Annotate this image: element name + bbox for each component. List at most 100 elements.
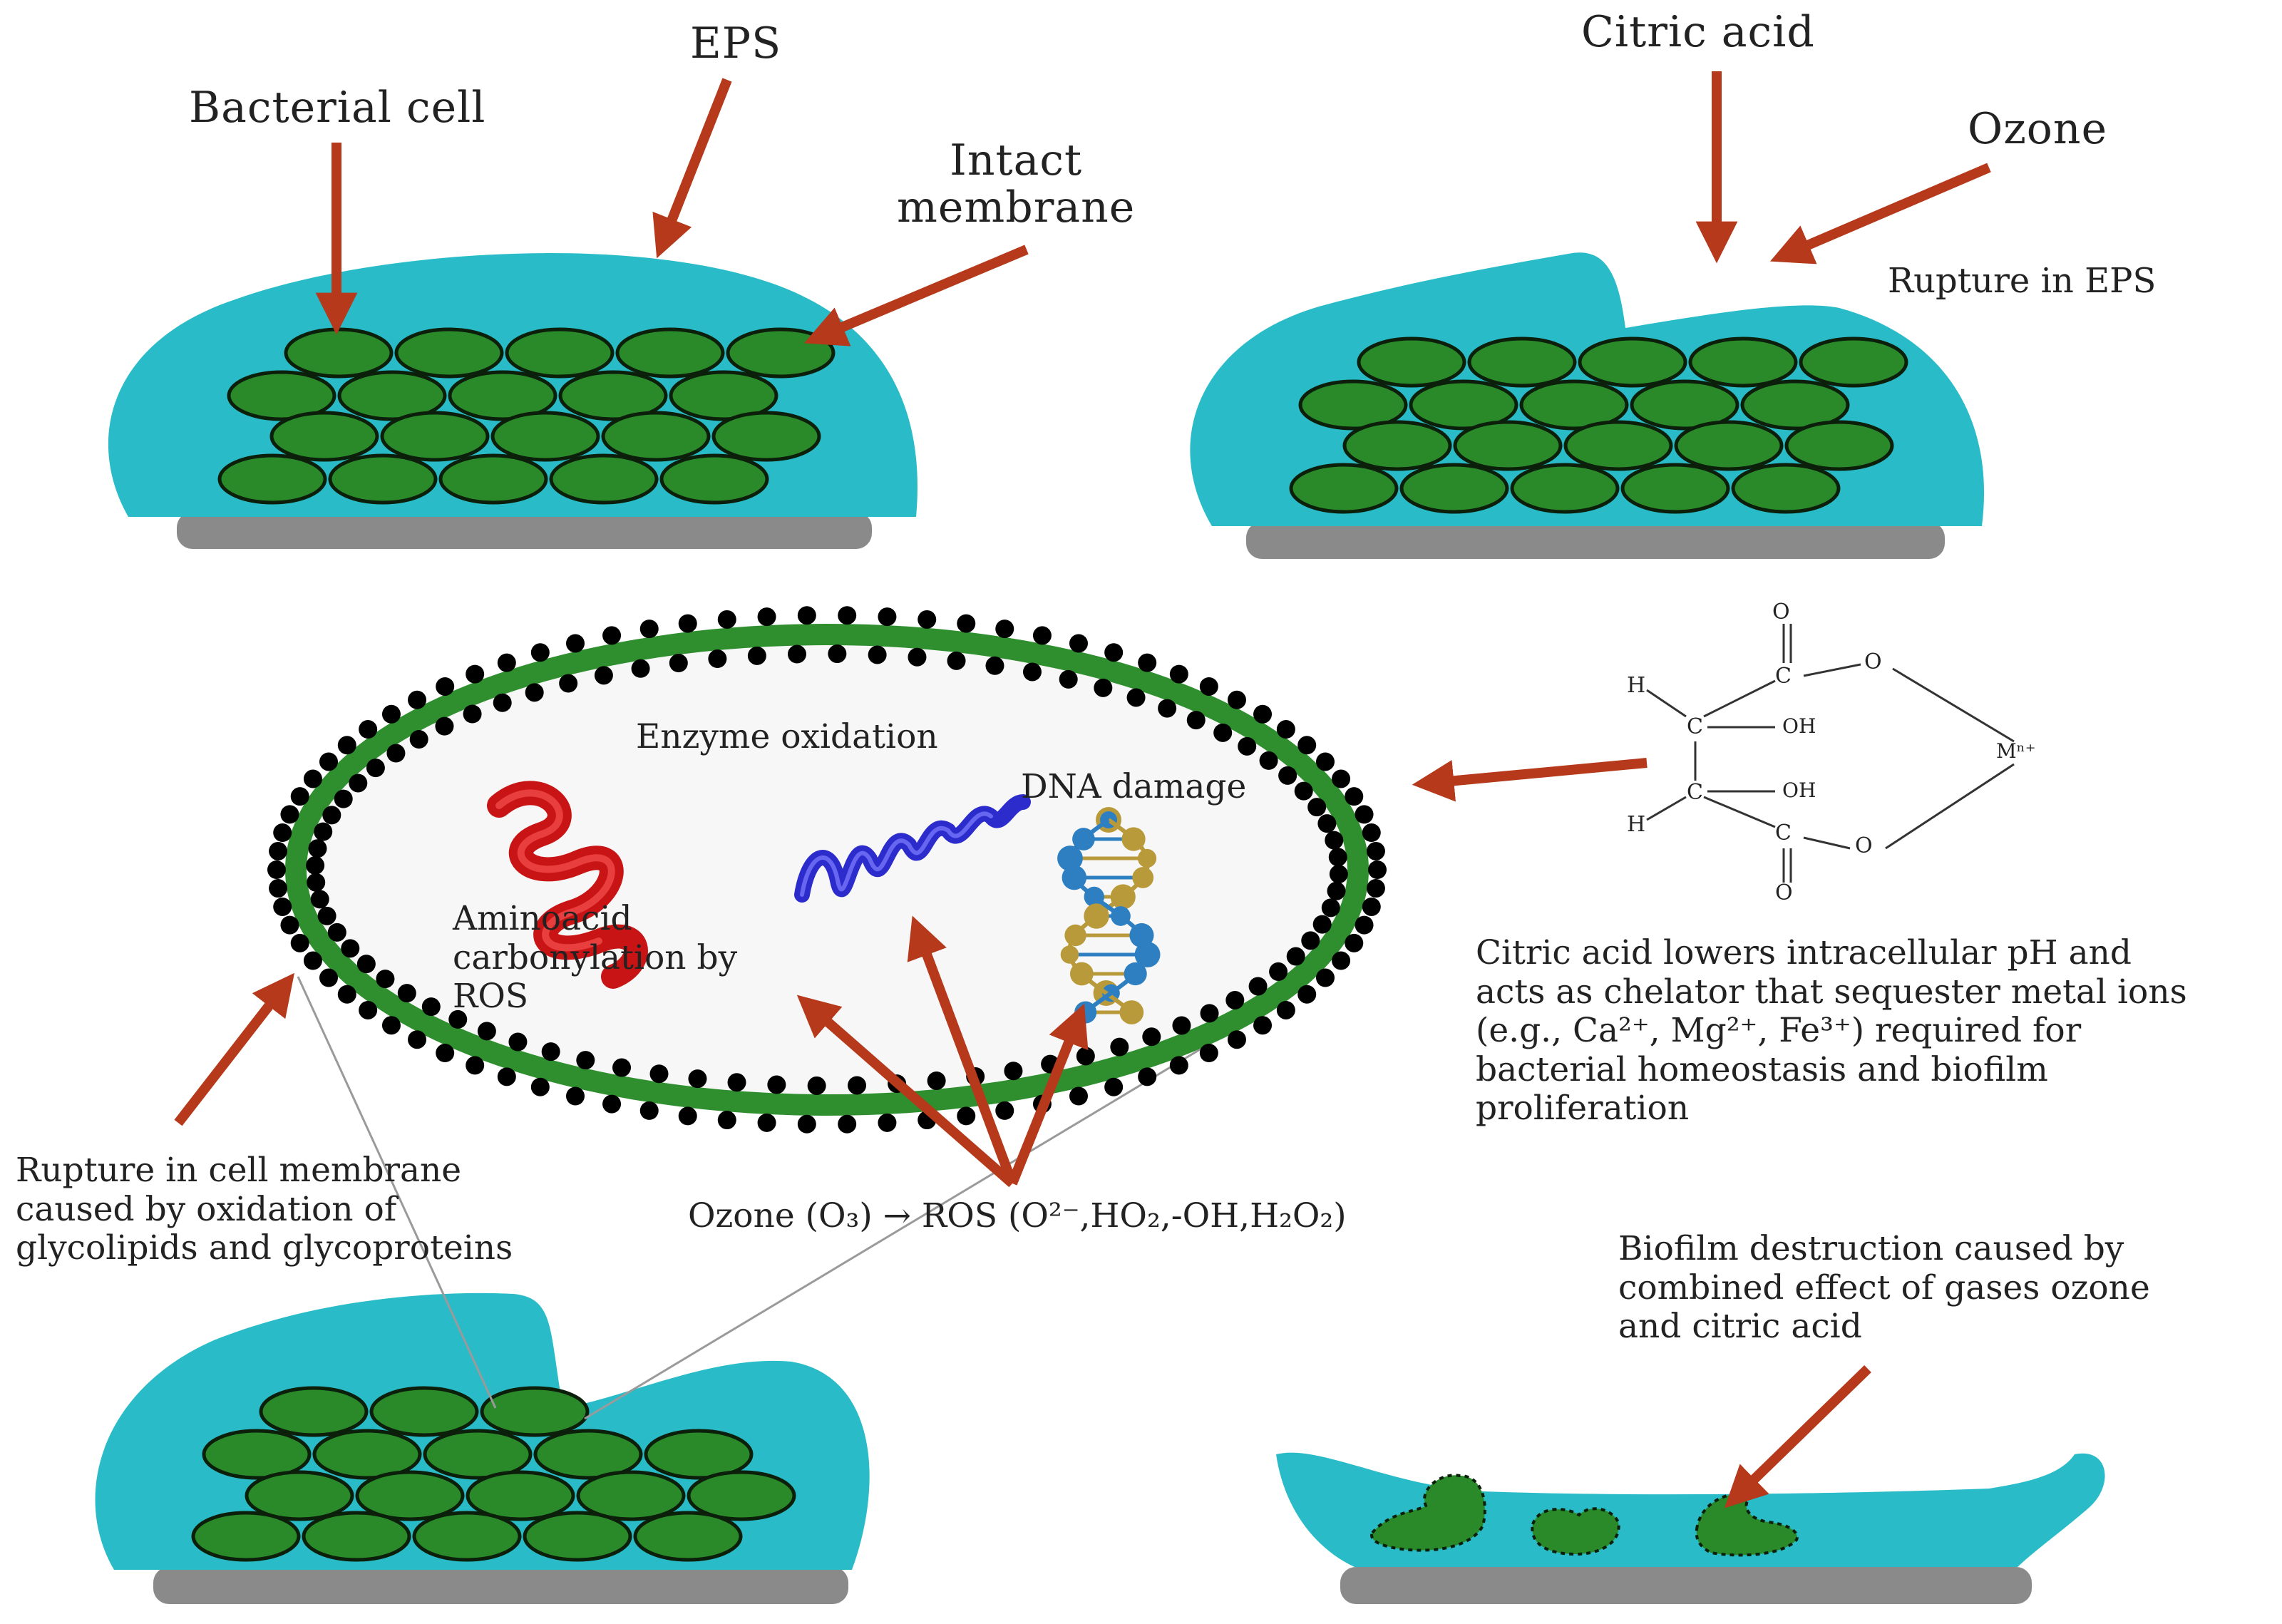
bacterial-cell [1799,336,1908,388]
membrane-dot [381,1016,401,1035]
atom-c-mid2: C [1687,780,1703,805]
membrane-dot [1325,831,1344,850]
membrane-dot [708,649,727,669]
bacterial-cell [202,1429,312,1480]
membrane-dot [797,1114,816,1134]
membrane-dot [463,704,482,724]
membrane-dot [602,626,622,645]
membrane-dot [1110,1037,1129,1057]
membrane-dot [1312,915,1332,934]
membrane-dot [349,774,368,793]
bacterial-cell [726,327,836,379]
membrane-dot [908,647,927,667]
bacterial-cell [259,1386,369,1437]
membrane-dot [436,1044,455,1063]
bacterial-cells-3 [191,1386,796,1562]
membrane-dot [435,716,454,736]
caption-citric-acid-action: Citric acid lowers intracellular pH and … [1476,933,2187,1129]
substrate-3 [153,1567,848,1604]
membrane-dot [493,693,512,712]
bacterial-cell [1731,463,1841,514]
caption-membrane-rupture: Rupture in cell membrane caused by oxida… [16,1151,513,1268]
membrane-dot [359,1000,378,1019]
membrane-dot [559,674,578,693]
bacterial-cell [505,327,615,379]
membrane-dot [1321,898,1340,918]
membrane-dot [319,752,338,771]
bacterial-cell [1740,379,1850,431]
membrane-dot [995,1101,1014,1120]
membrane-dot [1307,798,1327,817]
membrane-dot [727,1073,746,1092]
atom-oh-1: OH [1782,714,1816,738]
membrane-dot [1104,643,1124,662]
label-intact-membrane: Intact membrane [897,135,1136,232]
bacterial-cell [245,1470,354,1521]
atom-metal-ion: Mⁿ⁺ [1996,739,2036,763]
bacterial-cell [558,370,668,421]
membrane-dot [1297,985,1317,1004]
bacterial-cell [659,453,769,505]
bacterial-cell [328,453,438,505]
membrane-dot [602,1094,622,1114]
membrane-dot [306,855,325,875]
bacterial-cell [1674,420,1784,471]
membrane-dot [878,607,897,627]
bacterial-cell [549,453,659,505]
bacterial-cell [1519,379,1629,431]
membrane-dot [269,841,288,860]
membrane-dot [310,890,329,909]
membrane-dot [631,659,650,678]
membrane-dot [314,822,333,841]
membrane-dot [322,806,341,825]
membrane-dot [477,1022,496,1041]
membrane-dot [497,653,516,672]
membrane-dot [1366,879,1385,898]
bacterial-cell [480,1386,590,1437]
membrane-dot [594,666,613,685]
protein-helix-red-icon [487,781,648,989]
bacterial-cell [191,1511,301,1562]
membrane-dot [747,646,766,665]
arrow-intact-membrane [803,245,1029,346]
membrane-dot [497,1067,516,1086]
panel-eps-rupture [1190,252,1985,559]
bacterial-cell [1630,379,1739,431]
membrane-dot [1069,634,1088,653]
bacterial-cell [337,370,447,421]
substrate-4 [1340,1567,2032,1604]
bacterial-cell [302,1511,411,1562]
membrane-dot [566,1086,585,1106]
bacterial-cell [227,370,336,421]
bacterial-cell [1453,420,1563,471]
membrane-dot [466,664,485,684]
label-citric-acid: Citric acid [1581,7,1815,57]
membrane-dot [1276,720,1295,739]
membrane-dot [269,879,288,898]
bacterial-cell [1409,379,1518,431]
annotation-arrows [174,71,1991,1509]
membrane-dot [1316,752,1335,771]
membrane-dot [868,645,887,664]
label-enzyme-oxidation: Enzyme oxidation [636,717,938,756]
ros-arrow-dna [1007,1003,1089,1186]
bacterial-cell [576,1470,686,1521]
substrate-2 [1246,522,1945,559]
membrane-dot [408,690,427,709]
bacterial-cell [1620,463,1730,514]
membrane-dot [1276,1000,1295,1019]
membrane-dot [386,744,406,763]
membrane-dot [1294,781,1313,801]
membrane-dot [408,1030,427,1049]
membrane-dot [566,634,585,653]
membrane-dot [1142,1027,1161,1047]
membrane-dot [1301,931,1320,950]
membrane-dot [448,1009,468,1029]
bacterial-cells-2 [1289,336,1908,514]
bacterial-cells-1 [217,327,836,505]
membrane-dot [356,955,376,974]
membrane-dot [1126,688,1146,707]
membrane-dot [639,620,659,639]
bacterial-cell [1399,463,1509,514]
membrane-dot [649,1064,669,1084]
